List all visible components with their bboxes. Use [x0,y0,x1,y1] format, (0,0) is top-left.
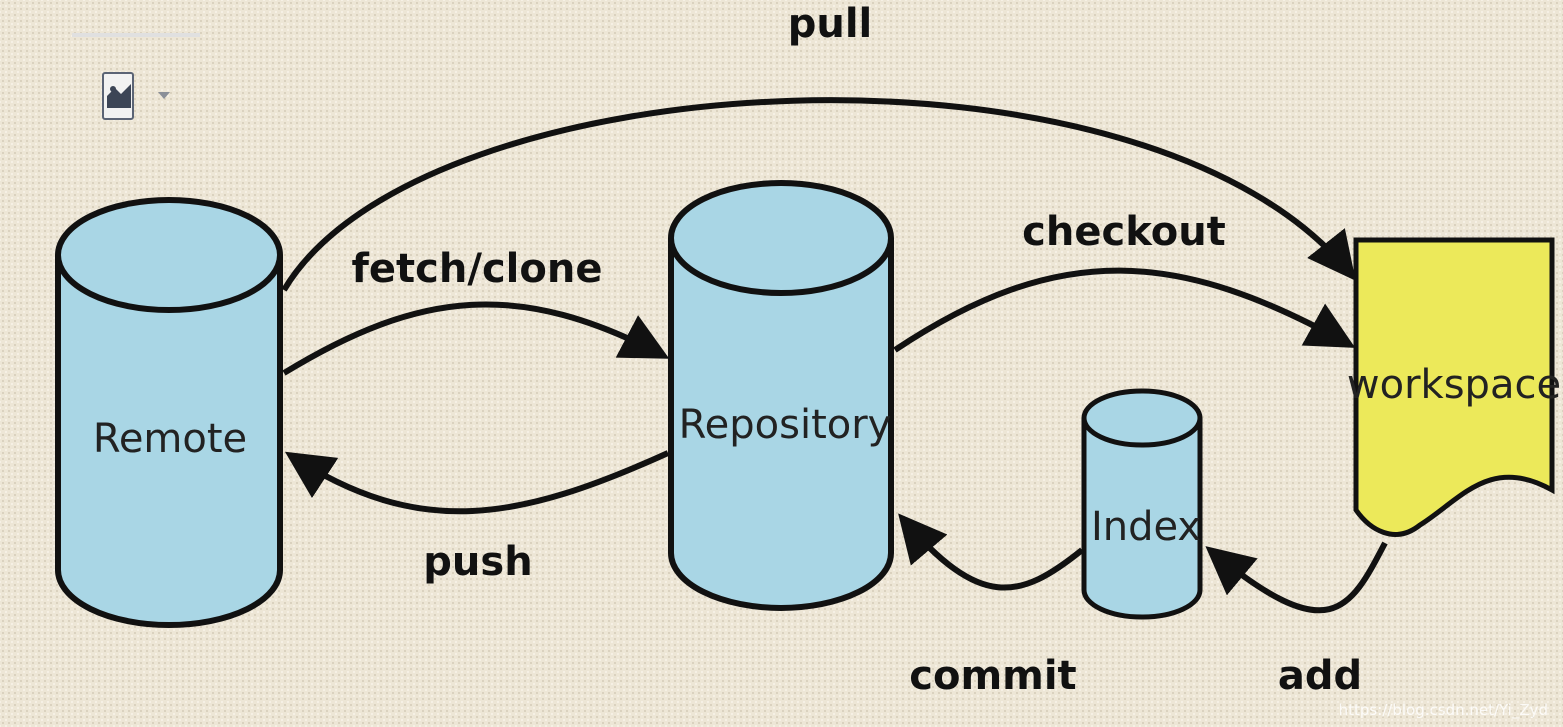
index-node [1081,388,1203,620]
pull-label: pull [788,1,873,47]
repository-label: Repository [679,402,892,448]
workspace-node [1353,237,1555,537]
add-label: add [1278,653,1362,699]
image-icon[interactable] [102,72,134,120]
fetch-clone-label: fetch/clone [352,246,603,292]
pull-arrow [281,97,1356,292]
fetch-clone-arrow [282,301,670,376]
workspace-label: workspace [1347,362,1561,408]
commit-arrow [898,513,1084,591]
push-label: push [423,539,532,585]
remote-node [55,197,283,628]
watermark-text: https://blog.csdn.net/Yi_Zyd [1339,701,1548,720]
checkout-arrow [893,267,1356,353]
index-label: Index [1091,504,1201,550]
push-arrow [284,450,670,515]
checkout-label: checkout [1022,209,1226,255]
add-arrow [1205,541,1388,614]
toolbar-divider [72,33,200,37]
chevron-down-icon[interactable] [158,92,170,99]
commit-label: commit [909,653,1076,699]
remote-label: Remote [93,416,247,462]
repository-node [668,180,894,611]
